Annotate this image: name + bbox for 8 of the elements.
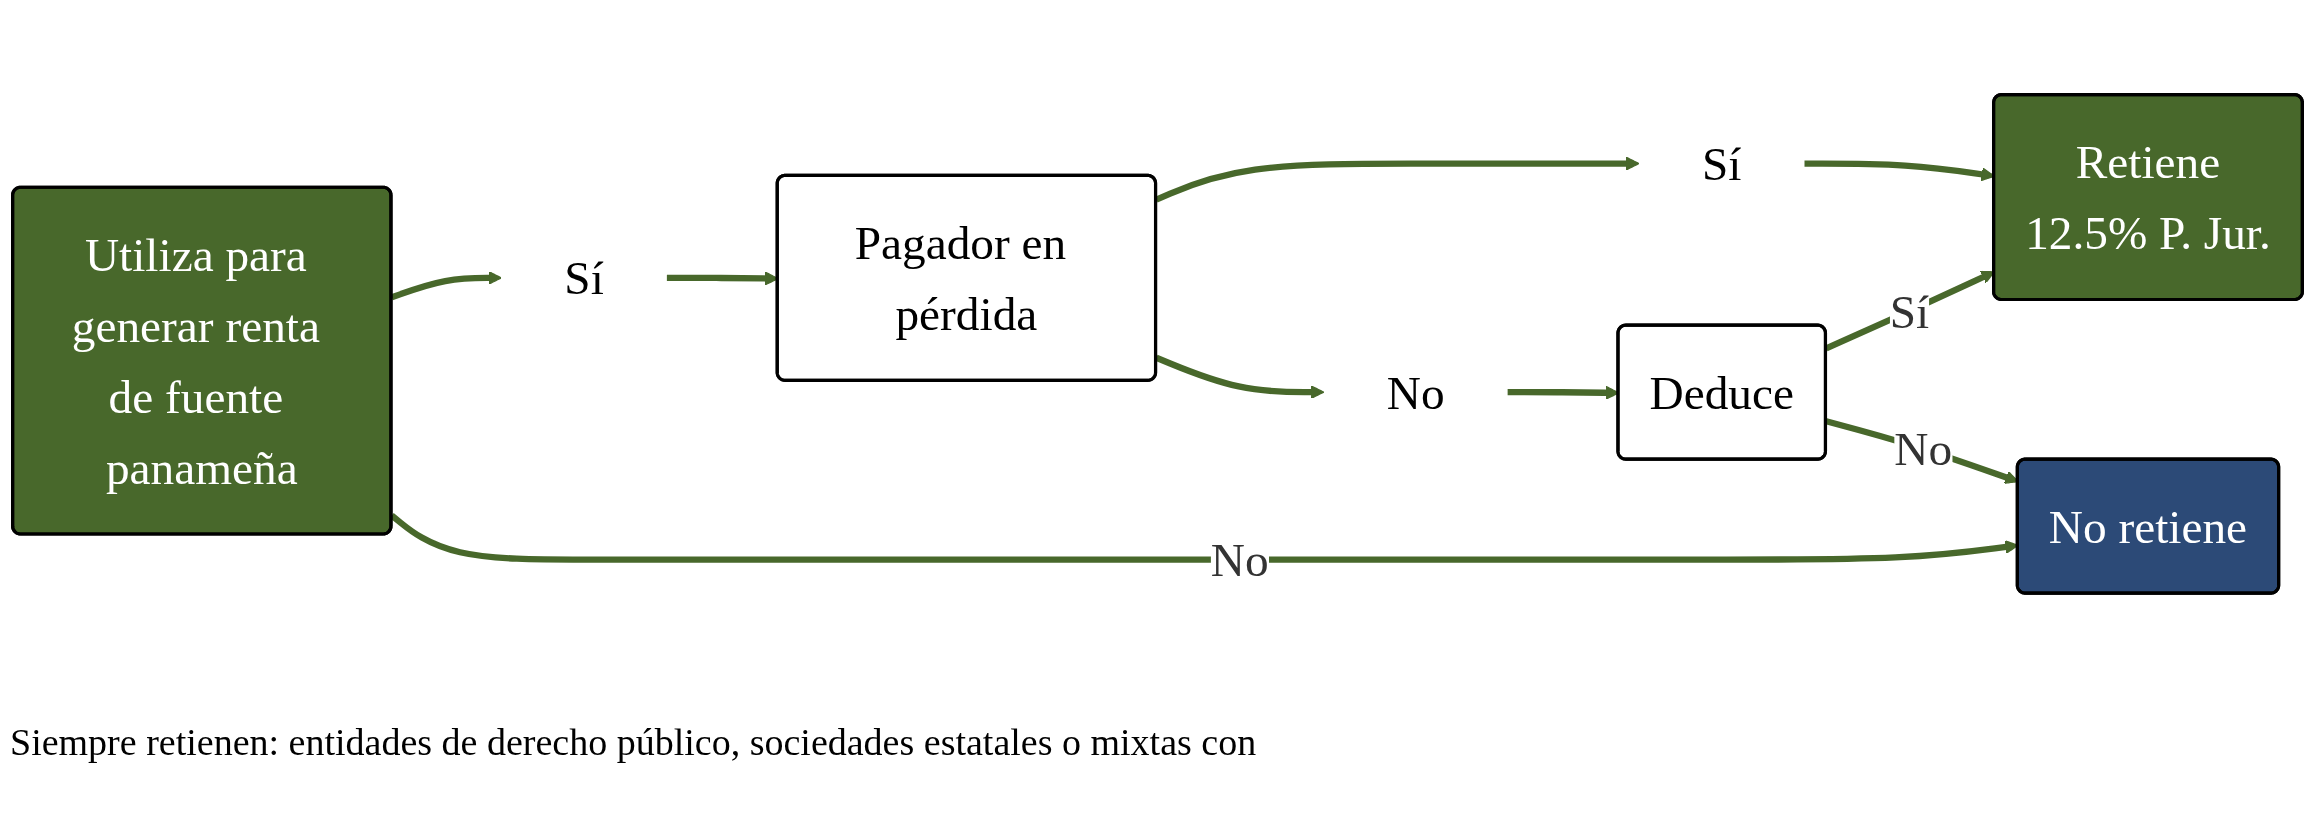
edge-label: No xyxy=(1210,533,1269,586)
node-text: No xyxy=(1386,366,1445,419)
edge-label: No xyxy=(1894,422,1953,475)
edge-label: Sí xyxy=(1889,285,1930,338)
node-text: Sí xyxy=(564,251,604,305)
node-text: Sí xyxy=(1701,137,1742,190)
note: Siempre retienen: entidades de derecho público, sociedades estatales o mixtas con xyxy=(10,720,1258,764)
arrow xyxy=(1155,355,1325,400)
